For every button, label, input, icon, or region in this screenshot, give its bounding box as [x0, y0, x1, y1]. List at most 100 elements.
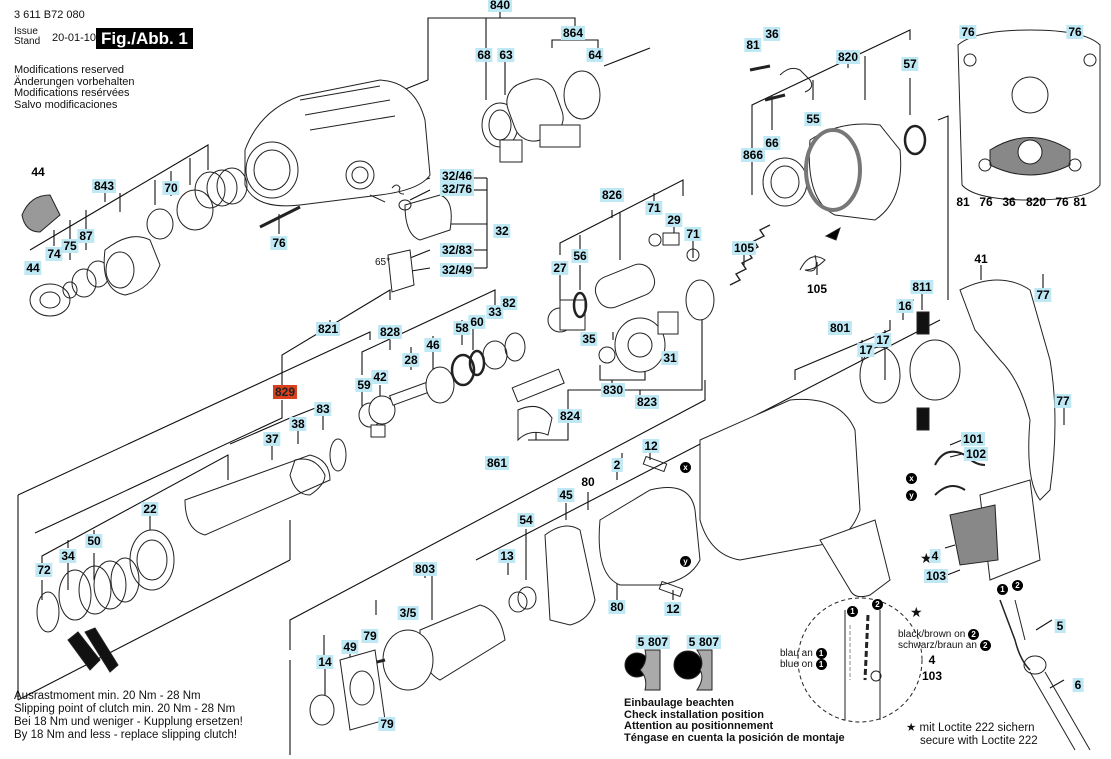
part-label[interactable]: 828	[377, 325, 403, 339]
part-label[interactable]: 81	[956, 195, 970, 209]
part-label[interactable]: 14	[316, 655, 334, 669]
part-label[interactable]: 824	[557, 409, 583, 423]
part-label[interactable]: 811	[910, 280, 934, 294]
part-label-highlighted[interactable]: 829	[272, 385, 298, 399]
part-label[interactable]: 46	[424, 338, 442, 352]
part-label[interactable]: 28	[402, 353, 420, 367]
part-label[interactable]: 34	[59, 549, 77, 563]
part-label[interactable]: 29	[665, 213, 683, 227]
part-label[interactable]: 32	[493, 224, 511, 238]
part-label[interactable]: 6	[1072, 678, 1084, 692]
part-label[interactable]: 60	[468, 315, 486, 329]
part-label[interactable]: 12	[664, 602, 682, 616]
part-label[interactable]: 32/76	[439, 182, 475, 196]
part-label[interactable]: 70	[162, 181, 180, 195]
part-label[interactable]: 801	[827, 321, 853, 335]
part-label[interactable]: 58	[453, 321, 471, 335]
part-label[interactable]: 807	[645, 635, 671, 649]
loctite-note: ★ mit Loctite 222 sichern secure with Lo…	[906, 722, 1038, 748]
part-label[interactable]: 54	[517, 513, 535, 527]
part-label[interactable]: 820	[835, 50, 861, 64]
part-label[interactable]: 68	[475, 48, 493, 62]
part-label[interactable]: 71	[645, 201, 663, 215]
part-label[interactable]: 82	[500, 296, 518, 310]
part-label[interactable]: 3/5	[397, 606, 419, 620]
part-label[interactable]: 866	[740, 148, 766, 162]
part-label[interactable]: 12	[642, 439, 660, 453]
part-label[interactable]: 45	[557, 488, 575, 502]
part-label[interactable]: 76	[979, 195, 993, 209]
part-label[interactable]: 807	[696, 635, 722, 649]
part-label[interactable]: 83	[314, 402, 332, 416]
part-label[interactable]: 820	[1025, 195, 1047, 209]
part-label[interactable]: 50	[85, 534, 103, 548]
part-label[interactable]: 76	[270, 236, 288, 250]
part-label[interactable]: 80	[608, 600, 626, 614]
part-label[interactable]: 81	[1073, 195, 1087, 209]
part-label[interactable]: 59	[355, 378, 373, 392]
part-label[interactable]: 44	[31, 165, 45, 179]
part-label[interactable]: 36	[1002, 195, 1016, 209]
part-label[interactable]: 823	[634, 395, 660, 409]
part-label[interactable]: 31	[661, 351, 679, 365]
part-label[interactable]: 4	[929, 549, 941, 563]
part-label[interactable]: 76	[959, 25, 977, 39]
part-label[interactable]: 80	[581, 475, 595, 489]
part-label[interactable]: 2	[611, 458, 623, 472]
part-label[interactable]: 22	[141, 502, 159, 516]
part-label[interactable]: 33	[486, 305, 504, 319]
part-label[interactable]: 840	[487, 0, 513, 12]
part-label[interactable]: 13	[498, 549, 516, 563]
part-label[interactable]: 103	[921, 669, 943, 683]
part-label[interactable]: 27	[551, 261, 569, 275]
part-label[interactable]: 861	[484, 456, 510, 470]
part-label[interactable]: 105	[731, 241, 757, 255]
part-label[interactable]: 105	[806, 282, 828, 296]
part-label[interactable]: 55	[804, 112, 822, 126]
part-label[interactable]: 77	[1034, 288, 1052, 302]
part-label[interactable]: 32/49	[439, 263, 475, 277]
part-label[interactable]: 63	[497, 48, 515, 62]
part-label[interactable]: 76	[1066, 25, 1084, 39]
part-label[interactable]: 17	[874, 333, 892, 347]
part-label[interactable]: 32/83	[439, 243, 475, 257]
part-label[interactable]: 864	[560, 26, 586, 40]
part-label[interactable]: 35	[580, 332, 598, 346]
part-label[interactable]: 32/46	[439, 169, 475, 183]
part-label[interactable]: 5	[635, 635, 647, 649]
part-label[interactable]: 102	[963, 447, 989, 461]
part-label[interactable]: 4	[928, 653, 936, 667]
part-label[interactable]: 5	[1054, 619, 1066, 633]
part-label[interactable]: 821	[315, 322, 341, 336]
part-label[interactable]: 75	[61, 239, 79, 253]
part-label[interactable]: 101	[960, 432, 986, 446]
part-label[interactable]: 56	[571, 249, 589, 263]
part-label[interactable]: 41	[974, 252, 988, 266]
part-label[interactable]: 77	[1054, 394, 1072, 408]
part-label[interactable]: 5	[686, 635, 698, 649]
part-label[interactable]: 16	[896, 299, 914, 313]
part-label[interactable]: 42	[371, 370, 389, 384]
part-label[interactable]: 71	[684, 227, 702, 241]
part-label[interactable]: 37	[263, 432, 281, 446]
part-label[interactable]: 79	[378, 717, 396, 731]
part-label[interactable]: 36	[763, 27, 781, 41]
part-label[interactable]: 103	[923, 569, 949, 583]
part-label[interactable]: 87	[77, 229, 95, 243]
part-label[interactable]: 64	[586, 48, 604, 62]
part-label[interactable]: 38	[289, 417, 307, 431]
part-label[interactable]: 826	[599, 188, 625, 202]
part-label[interactable]: 830	[600, 383, 626, 397]
part-label[interactable]: 843	[91, 179, 117, 193]
part-label[interactable]: 803	[412, 562, 438, 576]
part-label[interactable]: 74	[45, 247, 63, 261]
part-label[interactable]: 66	[763, 136, 781, 150]
part-label[interactable]: 57	[901, 57, 919, 71]
part-label[interactable]: 79	[361, 629, 379, 643]
part-label[interactable]: 72	[35, 563, 53, 577]
part-label[interactable]: 81	[744, 38, 762, 52]
part-label[interactable]: 17	[857, 343, 875, 357]
part-label[interactable]: 49	[341, 640, 359, 654]
part-label[interactable]: 76	[1055, 195, 1069, 209]
part-label[interactable]: 44	[24, 261, 42, 275]
